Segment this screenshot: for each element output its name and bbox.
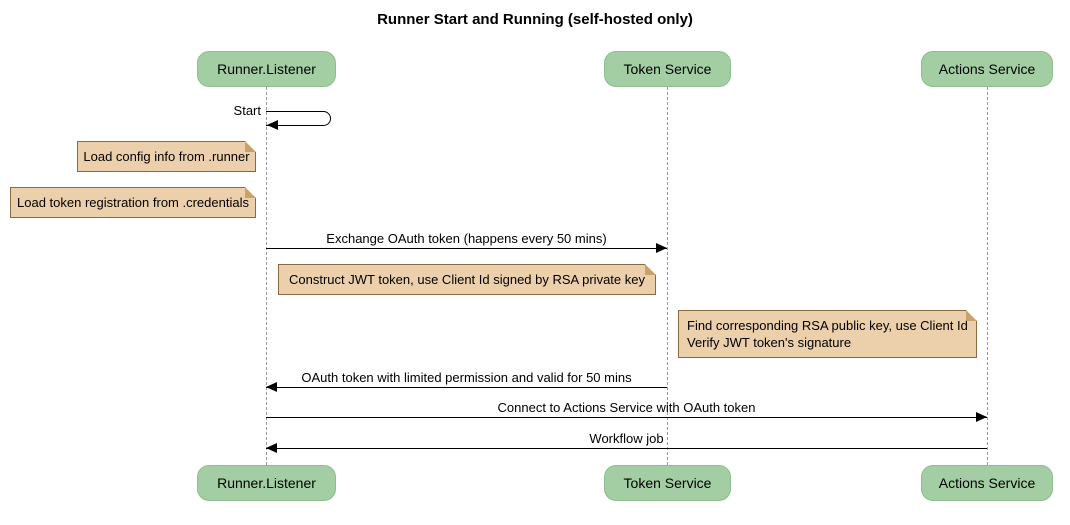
participant-runner-listener-top: Runner.Listener	[197, 51, 336, 87]
note-verify-jwt-line2: Verify JWT token's signature	[687, 335, 852, 350]
participant-token-service-bottom: Token Service	[604, 465, 731, 501]
note-fold-cut	[245, 141, 256, 152]
note-fold-cut	[645, 264, 656, 275]
note-fold-cut	[245, 187, 256, 198]
message-start-label: Start	[233, 103, 261, 118]
message-connect: Connect to Actions Service with OAuth to…	[266, 400, 987, 422]
note-load-registration-text: Load token registration from .credential…	[17, 195, 249, 210]
message-oauth-return: OAuth token with limited permission and …	[266, 370, 667, 392]
diagram-title: Runner Start and Running (self-hosted on…	[377, 11, 693, 28]
note-construct-jwt-text: Construct JWT token, use Client Id signe…	[289, 272, 645, 287]
note-load-config: Load config info from .runner	[77, 141, 256, 172]
message-line	[266, 248, 667, 249]
message-exchange-oauth-label: Exchange OAuth token (happens every 50 m…	[326, 231, 607, 246]
message-start-self-loop	[266, 111, 331, 126]
arrowhead-left-icon	[267, 120, 278, 130]
arrowhead-right-icon	[976, 412, 987, 422]
message-connect-label: Connect to Actions Service with OAuth to…	[497, 400, 756, 415]
lifeline-token-service	[667, 87, 668, 465]
message-line	[266, 448, 987, 449]
note-verify-jwt: Find corresponding RSA public key, use C…	[678, 310, 977, 358]
arrowhead-left-icon	[266, 443, 277, 453]
message-exchange-oauth: Exchange OAuth token (happens every 50 m…	[266, 231, 667, 253]
message-line	[266, 417, 987, 418]
note-verify-jwt-line1: Find corresponding RSA public key, use C…	[687, 318, 968, 333]
arrowhead-left-icon	[266, 382, 277, 392]
note-load-registration: Load token registration from .credential…	[10, 187, 256, 218]
message-workflow-job: Workflow job	[266, 431, 987, 453]
note-construct-jwt: Construct JWT token, use Client Id signe…	[278, 264, 656, 295]
participant-runner-listener-bottom: Runner.Listener	[197, 465, 336, 501]
participant-actions-service-bottom: Actions Service	[921, 465, 1053, 501]
lifeline-runner-listener	[266, 87, 267, 465]
participant-actions-service-top: Actions Service	[921, 51, 1053, 87]
note-load-config-text: Load config info from .runner	[83, 149, 250, 164]
participant-token-service-top: Token Service	[604, 51, 731, 87]
message-oauth-return-label: OAuth token with limited permission and …	[301, 370, 632, 385]
lifeline-actions-service	[987, 87, 988, 465]
arrowhead-right-icon	[656, 243, 667, 253]
note-fold-cut	[966, 310, 977, 321]
message-workflow-job-label: Workflow job	[589, 431, 664, 446]
message-line	[266, 387, 667, 388]
